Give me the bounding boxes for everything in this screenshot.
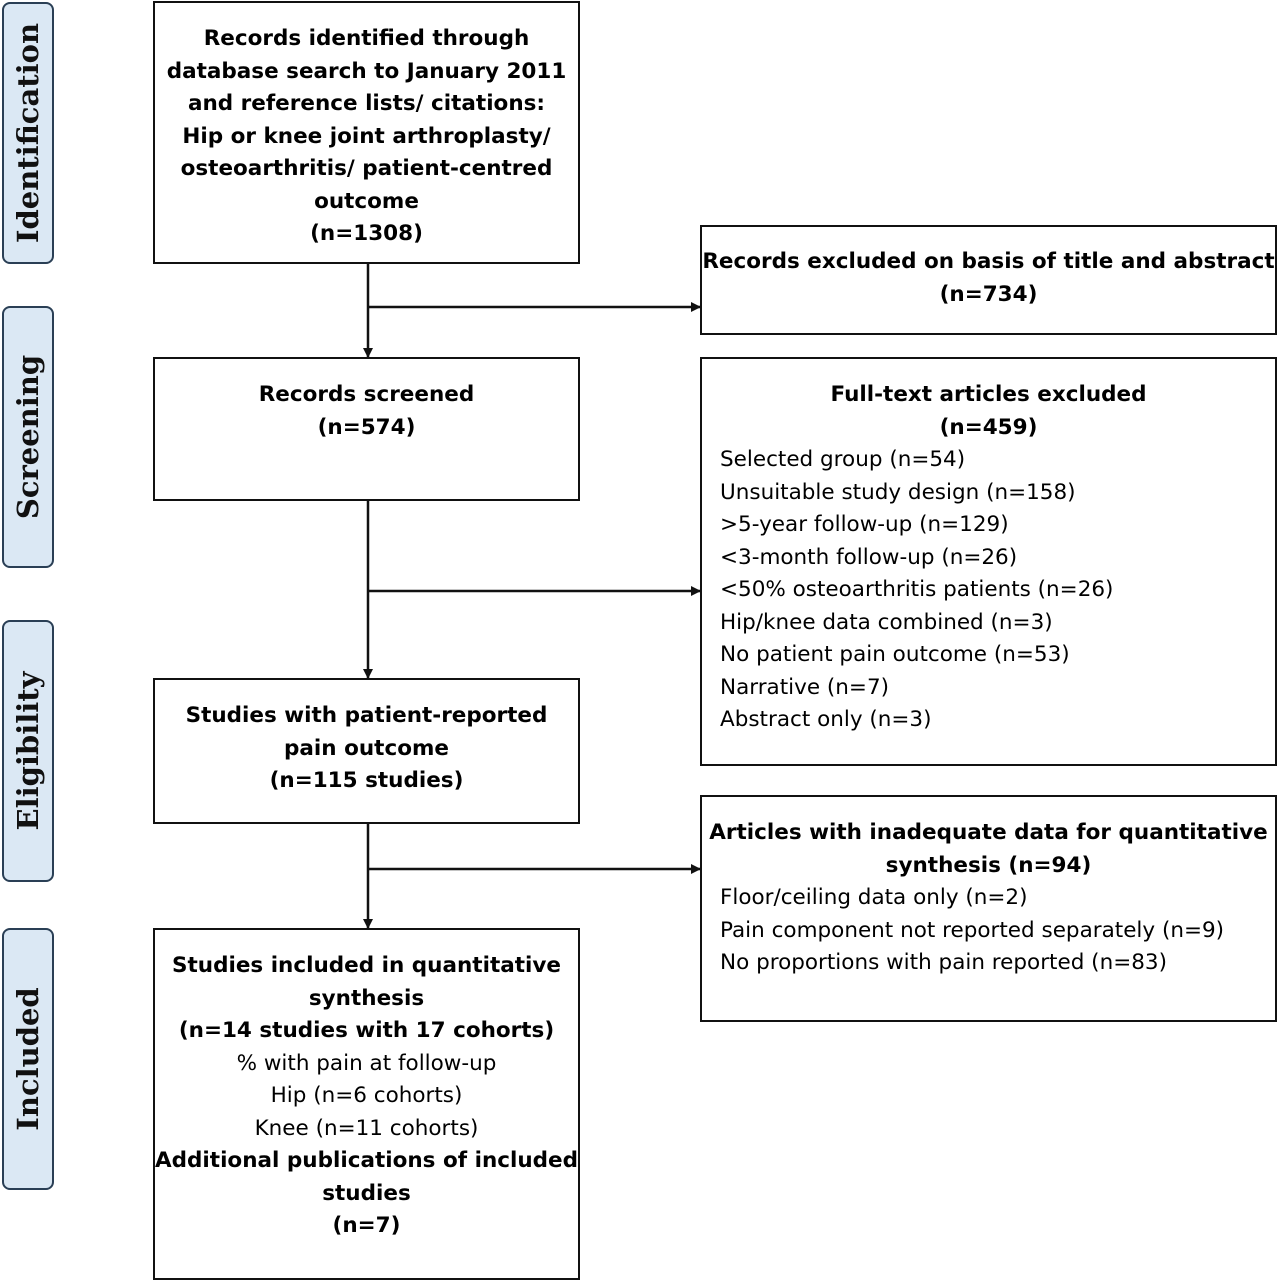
identified-count: (n=1308) — [310, 221, 423, 246]
box-records-excluded-title: Records excluded on basis of title and a… — [700, 225, 1277, 335]
exclusion-reason: Selected group (n=54) — [720, 447, 966, 472]
box-records-screened: Records screened (n=574) — [153, 357, 580, 501]
identified-line-4: Hip or knee joint arthroplasty/ — [182, 123, 551, 149]
eligible-line-2: pain outcome — [284, 735, 449, 761]
identified-line-1: Records identified through — [203, 26, 530, 51]
additional-pubs-line-2: studies — [322, 1180, 411, 1206]
additional-pubs-count: (n=7) — [332, 1213, 401, 1238]
exclusion-reason: Abstract only (n=3) — [720, 707, 932, 732]
exclusion-reason: <3-month follow-up (n=26) — [720, 544, 1018, 570]
eligible-count: (n=115 studies) — [269, 768, 464, 793]
inadequate-heading-2: synthesis (n=94) — [885, 852, 1092, 878]
inadequate-reason: Pain component not reported separately (… — [720, 917, 1225, 943]
exclusion-reason: Narrative (n=7) — [720, 674, 890, 700]
exclusion-reason: Hip/knee data combined (n=3) — [720, 609, 1053, 635]
inadequate-reason: No proportions with pain reported (n=83) — [720, 950, 1167, 975]
box-eligible-studies: Studies with patient-reported pain outco… — [153, 678, 580, 824]
stage-eligibility: Eligibility — [2, 620, 54, 882]
included-line-1: Studies included in quantitative — [172, 953, 561, 978]
excluded-title-count: (n=734) — [939, 281, 1038, 307]
exclusion-reason: No patient pain outcome (n=53) — [720, 642, 1070, 667]
stage-screening: Screening — [2, 306, 54, 568]
included-knee: Knee (n=11 cohorts) — [254, 1115, 479, 1141]
inadequate-reason: Floor/ceiling data only (n=2) — [720, 885, 1028, 910]
exclusion-reason: Unsuitable study design (n=158) — [720, 479, 1076, 505]
fulltext-excluded-heading: Full-text articles excluded — [830, 382, 1147, 407]
stage-included: Included — [2, 928, 54, 1190]
identified-line-2: database search to January 2011 — [166, 58, 567, 84]
identified-line-6: outcome — [314, 188, 419, 214]
identified-line-5: osteoarthritis/ patient-centred — [180, 156, 553, 181]
exclusion-reason: <50% osteoarthritis patients (n=26) — [720, 577, 1114, 602]
box-included-studies: Studies included in quantitative synthes… — [153, 928, 580, 1280]
included-pain-label: % with pain at follow-up — [236, 1050, 497, 1076]
included-hip: Hip (n=6 cohorts) — [270, 1083, 463, 1108]
fulltext-excluded-count: (n=459) — [939, 414, 1038, 440]
included-count: (n=14 studies with 17 cohorts) — [178, 1018, 555, 1043]
box-inadequate-data: Articles with inadequate data for quanti… — [700, 795, 1277, 1022]
box-fulltext-excluded: Full-text articles excluded (n=459) Sele… — [700, 357, 1277, 766]
screened-label: Records screened — [258, 382, 475, 407]
eligible-line-1: Studies with patient-reported — [185, 703, 548, 728]
stage-identification: Identification — [2, 2, 54, 264]
additional-pubs-line-1: Additional publications of included — [155, 1148, 579, 1173]
included-line-2: synthesis — [308, 985, 425, 1011]
box-records-identified: Records identified through database sear… — [153, 1, 580, 264]
identified-line-3: and reference lists/ citations: — [187, 91, 546, 116]
inadequate-heading-1: Articles with inadequate data for quanti… — [709, 820, 1268, 845]
screened-count: (n=574) — [317, 414, 416, 440]
exclusion-reason: >5-year follow-up (n=129) — [720, 512, 1009, 537]
excluded-title-label: Records excluded on basis of title and a… — [702, 249, 1275, 274]
